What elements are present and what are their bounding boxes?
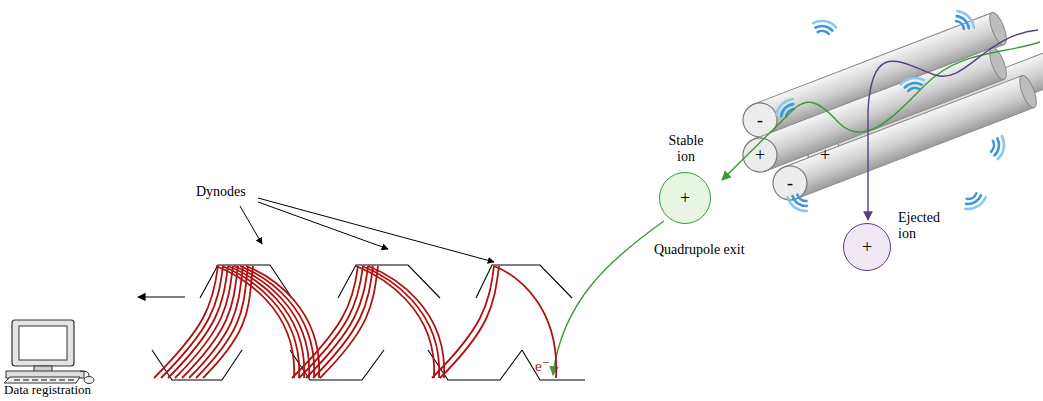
signal-arrow bbox=[138, 296, 185, 297]
rf-wave-arc bbox=[957, 11, 974, 28]
ejected-ion-path bbox=[868, 30, 1038, 220]
leader-arrow bbox=[258, 198, 494, 262]
rf-wave-arc bbox=[781, 104, 793, 116]
rf-wave-arc bbox=[966, 195, 981, 204]
rod-back-end bbox=[1016, 74, 1039, 110]
rod-front-end bbox=[768, 161, 812, 205]
dynode bbox=[522, 350, 585, 380]
rf-wave-arc bbox=[793, 196, 807, 206]
ion-label: Ejected ion bbox=[898, 210, 954, 242]
polarity-sign: + bbox=[755, 145, 765, 166]
electron-path bbox=[154, 266, 218, 378]
rod-body bbox=[784, 76, 1034, 199]
electron-path bbox=[203, 266, 253, 378]
polarity-sign: - bbox=[787, 173, 793, 194]
keyboard-keys bbox=[41, 379, 47, 381]
electron-symbol: e⁻ bbox=[535, 358, 550, 375]
electron-path bbox=[440, 266, 499, 378]
ion-circle: +Ejected ion bbox=[843, 223, 891, 271]
electron-path bbox=[494, 266, 556, 378]
electron-path bbox=[182, 266, 238, 378]
dynode bbox=[476, 265, 572, 298]
charge-sign: + bbox=[862, 238, 872, 256]
rf-wave-arc bbox=[991, 141, 994, 152]
electron-path bbox=[246, 266, 319, 378]
ion-label: Stable ion bbox=[658, 133, 714, 165]
rf-wave-arc bbox=[967, 193, 977, 199]
electron-path bbox=[228, 266, 304, 378]
rf-wave-arc bbox=[901, 78, 924, 84]
rf-wave-arc bbox=[818, 31, 829, 34]
leader-arrow bbox=[240, 206, 262, 244]
polarity-sign: + bbox=[820, 145, 830, 166]
rf-wave-arc bbox=[957, 16, 969, 28]
stable-ion-path bbox=[553, 221, 664, 375]
polarity-sign: - bbox=[757, 110, 763, 131]
part-label: Dynodes bbox=[196, 184, 246, 200]
quadrupole-rod bbox=[768, 74, 1040, 205]
charge-sign: + bbox=[680, 189, 690, 207]
rod-front-end bbox=[738, 133, 782, 177]
part-label: Quadrupole exit bbox=[654, 242, 745, 258]
part-label: Data registration bbox=[4, 383, 91, 398]
rf-wave-arc bbox=[998, 136, 1004, 159]
rod-back-end bbox=[986, 11, 1009, 47]
stable-ion-path bbox=[722, 42, 1040, 180]
keyboard-keys bbox=[59, 379, 65, 381]
rf-wave-arc bbox=[956, 21, 964, 29]
ion-circle: Stable ion+ bbox=[659, 172, 711, 224]
keyboard-keys bbox=[23, 379, 29, 381]
electron-path bbox=[320, 266, 378, 378]
keyboard-keys bbox=[50, 379, 56, 381]
rf-wave-arc bbox=[994, 138, 999, 155]
mouse-cable bbox=[80, 371, 89, 376]
rf-wave-arc bbox=[908, 88, 919, 91]
keyboard-keys bbox=[68, 379, 74, 381]
electron-path bbox=[356, 266, 434, 378]
monitor bbox=[12, 320, 74, 366]
rf-wave-arc bbox=[797, 195, 806, 201]
leader-arrow bbox=[258, 202, 388, 249]
electron-path bbox=[368, 266, 444, 378]
keyboard-keys bbox=[32, 379, 38, 381]
electron-path bbox=[362, 266, 439, 378]
rf-wave-arc bbox=[813, 21, 836, 27]
rf-wave-arc bbox=[905, 83, 922, 88]
rf-wave-arc bbox=[788, 198, 807, 211]
electron-path bbox=[216, 266, 294, 378]
electron-path bbox=[292, 266, 358, 378]
keyboard-keys bbox=[14, 379, 20, 381]
electron-path bbox=[222, 266, 299, 378]
rf-wave-arc bbox=[815, 26, 832, 31]
electron-path bbox=[189, 266, 243, 378]
monitor-screen bbox=[19, 326, 67, 360]
electron-path bbox=[196, 266, 248, 378]
rf-wave-arc bbox=[965, 197, 985, 209]
